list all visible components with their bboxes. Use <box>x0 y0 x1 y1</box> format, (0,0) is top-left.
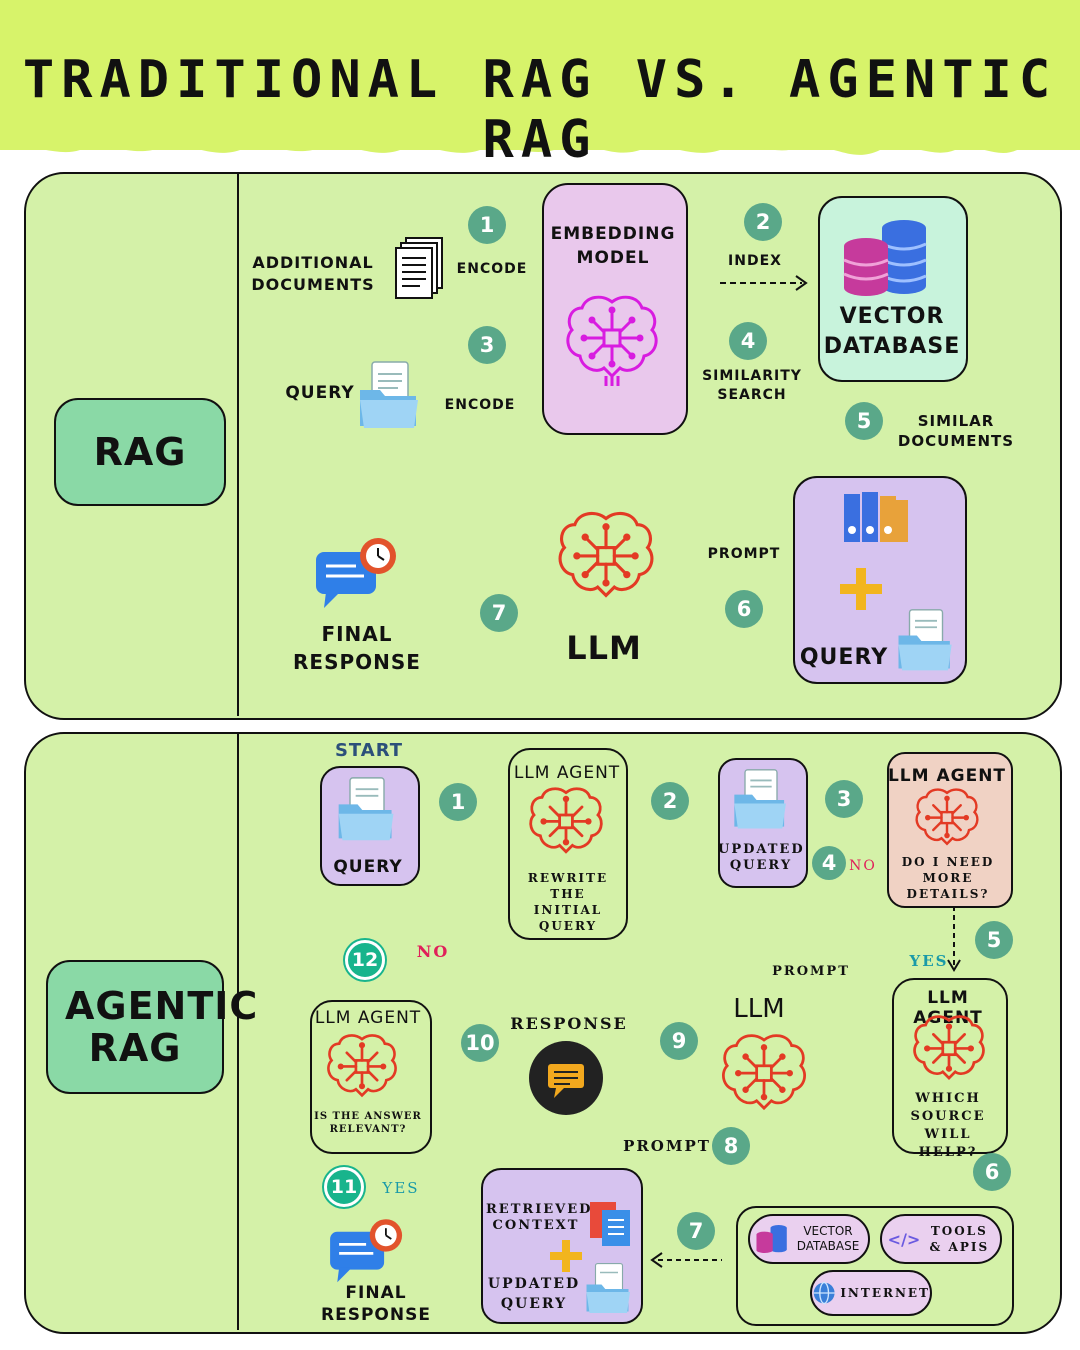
rag-label: RAG <box>93 430 187 474</box>
agentic-query-folder-icon <box>338 777 394 841</box>
source-tools-pill: </> TOOLS & APIS <box>880 1214 1002 1264</box>
llm-label: LLM <box>566 629 642 667</box>
source-internet-pill: INTERNET <box>810 1270 932 1316</box>
agentic-final-response-label: FINAL RESPONSE <box>321 1283 431 1325</box>
prompt-query-label: QUERY <box>799 645 889 670</box>
response-label: RESPONSE <box>510 1014 628 1033</box>
query-folder-icon <box>360 361 418 428</box>
agentic-chat-timer-icon <box>330 1219 403 1283</box>
agent1-brain-icon <box>529 787 603 854</box>
rag-step-4-badge: 4 <box>729 322 767 360</box>
rag-step-1-badge: 1 <box>468 206 506 244</box>
agentic-step-12-badge: 12 <box>345 940 385 980</box>
rag-step-7-badge: 7 <box>480 594 518 632</box>
agent2-brain-icon <box>915 788 979 846</box>
documents-icon <box>395 237 443 299</box>
source-vector-db-label: VECTOR DATABASE <box>796 1224 860 1253</box>
agentic-label-box: AGENTIC RAG <box>46 960 259 1094</box>
source-internet-label: INTERNET <box>840 1286 930 1300</box>
agentic-step-4-badge: 4 <box>812 846 846 880</box>
agent2-caption: DO I NEED MORE DETAILS? <box>901 855 995 901</box>
agentic-divider <box>237 734 239 1330</box>
agentic-label: AGENTIC RAG <box>65 984 259 1070</box>
title-drip-shape <box>0 0 1080 155</box>
yes-arrow-icon <box>947 906 961 972</box>
vector-database-label: VECTOR DATABASE <box>823 304 961 359</box>
chat-timer-icon <box>316 538 396 608</box>
llm-brain-icon <box>558 511 654 598</box>
source-vector-db-pill: VECTOR DATABASE <box>748 1214 870 1264</box>
agent3-brain-icon <box>913 1015 985 1081</box>
agent1-caption: REWRITE THE INITIAL QUERY <box>527 871 609 933</box>
agentic-llm-label: LLM <box>733 994 785 1024</box>
no-label-1: NO <box>849 858 877 874</box>
prompt-folder-icon <box>898 609 952 671</box>
plus-icon <box>840 568 882 610</box>
similar-documents-label: SIMILAR DOCUMENTS <box>897 412 1015 450</box>
retrieved-context-label: RETRIEVED CONTEXT <box>486 1202 593 1233</box>
agent2-box <box>887 752 1013 908</box>
index-arrow-icon <box>720 275 808 291</box>
rag-prompt-label: PROMPT <box>707 546 781 562</box>
start-label: START <box>334 740 404 761</box>
agentic-step-3-badge: 3 <box>825 780 863 818</box>
agent4-brain-icon <box>327 1034 397 1098</box>
agentic-step-11-badge: 11 <box>324 1167 364 1207</box>
agentic-step-6-badge: 6 <box>973 1153 1011 1191</box>
additional-documents-label: ADDITIONAL DOCUMENTS <box>251 253 375 294</box>
agent1-title: LLM AGENT <box>513 763 621 783</box>
vector-db-mini-icon <box>756 1224 787 1254</box>
rag-step-5-badge: 5 <box>845 402 883 440</box>
agentic-step-2-badge: 2 <box>651 782 689 820</box>
rag-final-response-label: FINAL RESPONSE <box>293 622 421 674</box>
embedding-model-label: EMBEDDING MODEL <box>550 224 676 268</box>
agentic-step-10-badge: 10 <box>461 1024 499 1062</box>
agentic-llm-brain-icon <box>722 1034 806 1111</box>
title-band <box>0 0 1080 155</box>
rag-divider <box>237 174 239 716</box>
similarity-search-label: SIMILARITY SEARCH <box>702 368 802 403</box>
magenta-brain-icon <box>566 295 658 386</box>
agentic-step-5-badge: 5 <box>975 921 1013 959</box>
rag-label-box: RAG <box>54 398 226 506</box>
agent3-caption: WHICH SOURCE WILL HELP? <box>910 1091 986 1160</box>
context-folder-icon <box>586 1262 630 1313</box>
code-icon: </> <box>887 1229 921 1249</box>
encode-label-2: ENCODE <box>444 397 516 413</box>
agentic-query-label: QUERY <box>333 857 403 877</box>
agentic-prompt-top-label: PROMPT <box>772 964 850 979</box>
source-tools-label: TOOLS & APIS <box>929 1224 990 1254</box>
agentic-step-1-badge: 1 <box>439 783 477 821</box>
database-icon <box>843 220 927 296</box>
updated-query-folder-icon <box>734 769 786 829</box>
page-title: TRADITIONAL RAG VS. AGENTIC RAG <box>22 50 1058 170</box>
rag-step-6-badge: 6 <box>725 590 763 628</box>
agent4-caption: IS THE ANSWER RELEVANT? <box>314 1111 422 1135</box>
agentic-step-9-badge: 9 <box>660 1022 698 1060</box>
agentic-step-8-badge: 8 <box>712 1127 750 1165</box>
rag-query-label: QUERY <box>285 383 355 403</box>
context-docs-icon <box>590 1202 630 1246</box>
retrieve-arrow-icon <box>650 1252 722 1268</box>
context-plus-icon <box>550 1240 582 1272</box>
rag-step-3-badge: 3 <box>468 326 506 364</box>
yes-label-2: YES <box>382 1179 420 1197</box>
updated-query-label: UPDATED QUERY <box>718 842 805 873</box>
no-label-2: NO <box>416 942 450 961</box>
encode-label-1: ENCODE <box>456 261 528 277</box>
agent2-title: LLM AGENT <box>887 766 1007 786</box>
updated-query-2-label: UPDATED QUERY <box>487 1276 581 1312</box>
index-label: INDEX <box>728 253 782 269</box>
rag-step-2-badge: 2 <box>744 203 782 241</box>
binders-icon <box>844 492 908 542</box>
agent4-title: LLM AGENT <box>314 1008 422 1028</box>
response-chat-icon <box>529 1041 603 1115</box>
agentic-prompt-bottom-label: PROMPT <box>623 1137 711 1155</box>
agentic-step-7-badge: 7 <box>677 1212 715 1250</box>
globe-icon <box>813 1281 835 1305</box>
yes-label-1: YES <box>909 952 949 970</box>
